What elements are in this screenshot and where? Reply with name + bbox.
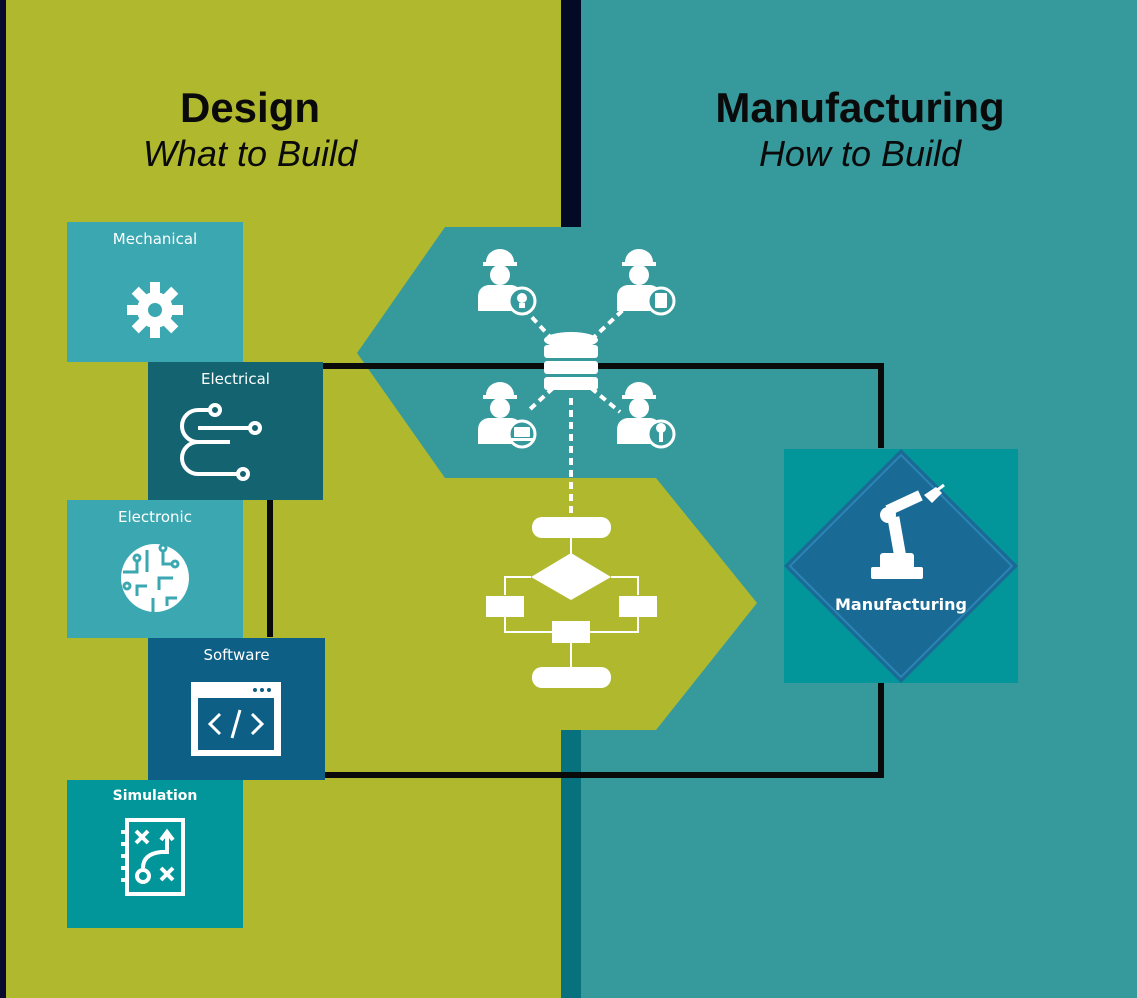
flowchart-icon: [486, 517, 657, 688]
tile-simulation: Simulation: [67, 780, 243, 928]
manufacturing-title: Manufacturing: [715, 84, 1005, 131]
design-heading: Design What to Build: [100, 84, 400, 176]
tile-electrical-label: Electrical: [201, 370, 270, 388]
manufacturing-heading: Manufacturing How to Build: [660, 84, 1060, 176]
engineer-laptop-icon: [478, 382, 537, 449]
collaboration-hexagon: [357, 227, 660, 478]
divider-lower-band: [561, 730, 581, 998]
loop-connector: [322, 363, 884, 448]
manufacturing-subtitle: How to Build: [758, 133, 962, 174]
tile-electronic: Electronic: [67, 500, 243, 638]
manufacturing-diamond: [784, 449, 1018, 683]
engineer-document-icon: [617, 249, 676, 316]
robot-arm-icon: [871, 483, 945, 579]
database-icon: [544, 332, 598, 390]
tile-mechanical-label: Mechanical: [112, 230, 198, 248]
tile-electronic-label: Electronic: [118, 508, 192, 526]
gear-icon: [127, 282, 183, 338]
circuit-board-icon: [121, 543, 189, 612]
manufacturing-node-label: Manufacturing: [835, 595, 967, 614]
loop-connector-bottom: [322, 683, 884, 778]
tile-simulation-label: Simulation: [112, 788, 198, 804]
tile-electrical: Electrical: [148, 362, 323, 500]
tile-software: Software: [148, 638, 325, 780]
tile-software-label: Software: [203, 646, 270, 664]
design-title: Design: [179, 84, 321, 131]
engineer-wrench-icon: [617, 382, 676, 449]
engineer-idea-icon: [478, 249, 537, 316]
design-subtitle: What to Build: [142, 133, 358, 174]
manufacturing-node: Manufacturing: [784, 449, 1018, 683]
strategy-board-icon: [121, 818, 185, 896]
process-arrow: [560, 478, 757, 730]
code-window-icon: [191, 682, 281, 756]
tile-mechanical: Mechanical: [67, 222, 243, 362]
circuit-path-icon: [180, 403, 262, 481]
